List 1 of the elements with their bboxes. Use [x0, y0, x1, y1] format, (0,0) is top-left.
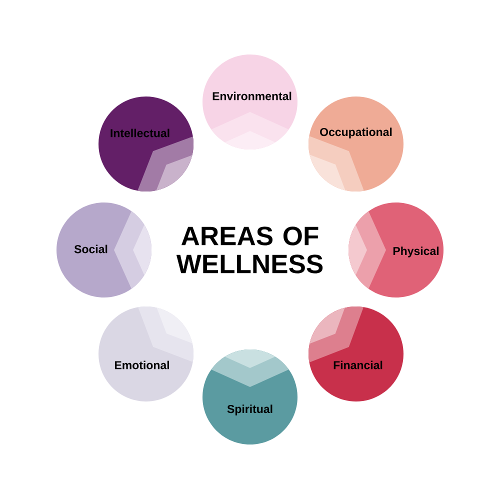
title: AREAS OF WELLNESS	[176, 226, 323, 274]
